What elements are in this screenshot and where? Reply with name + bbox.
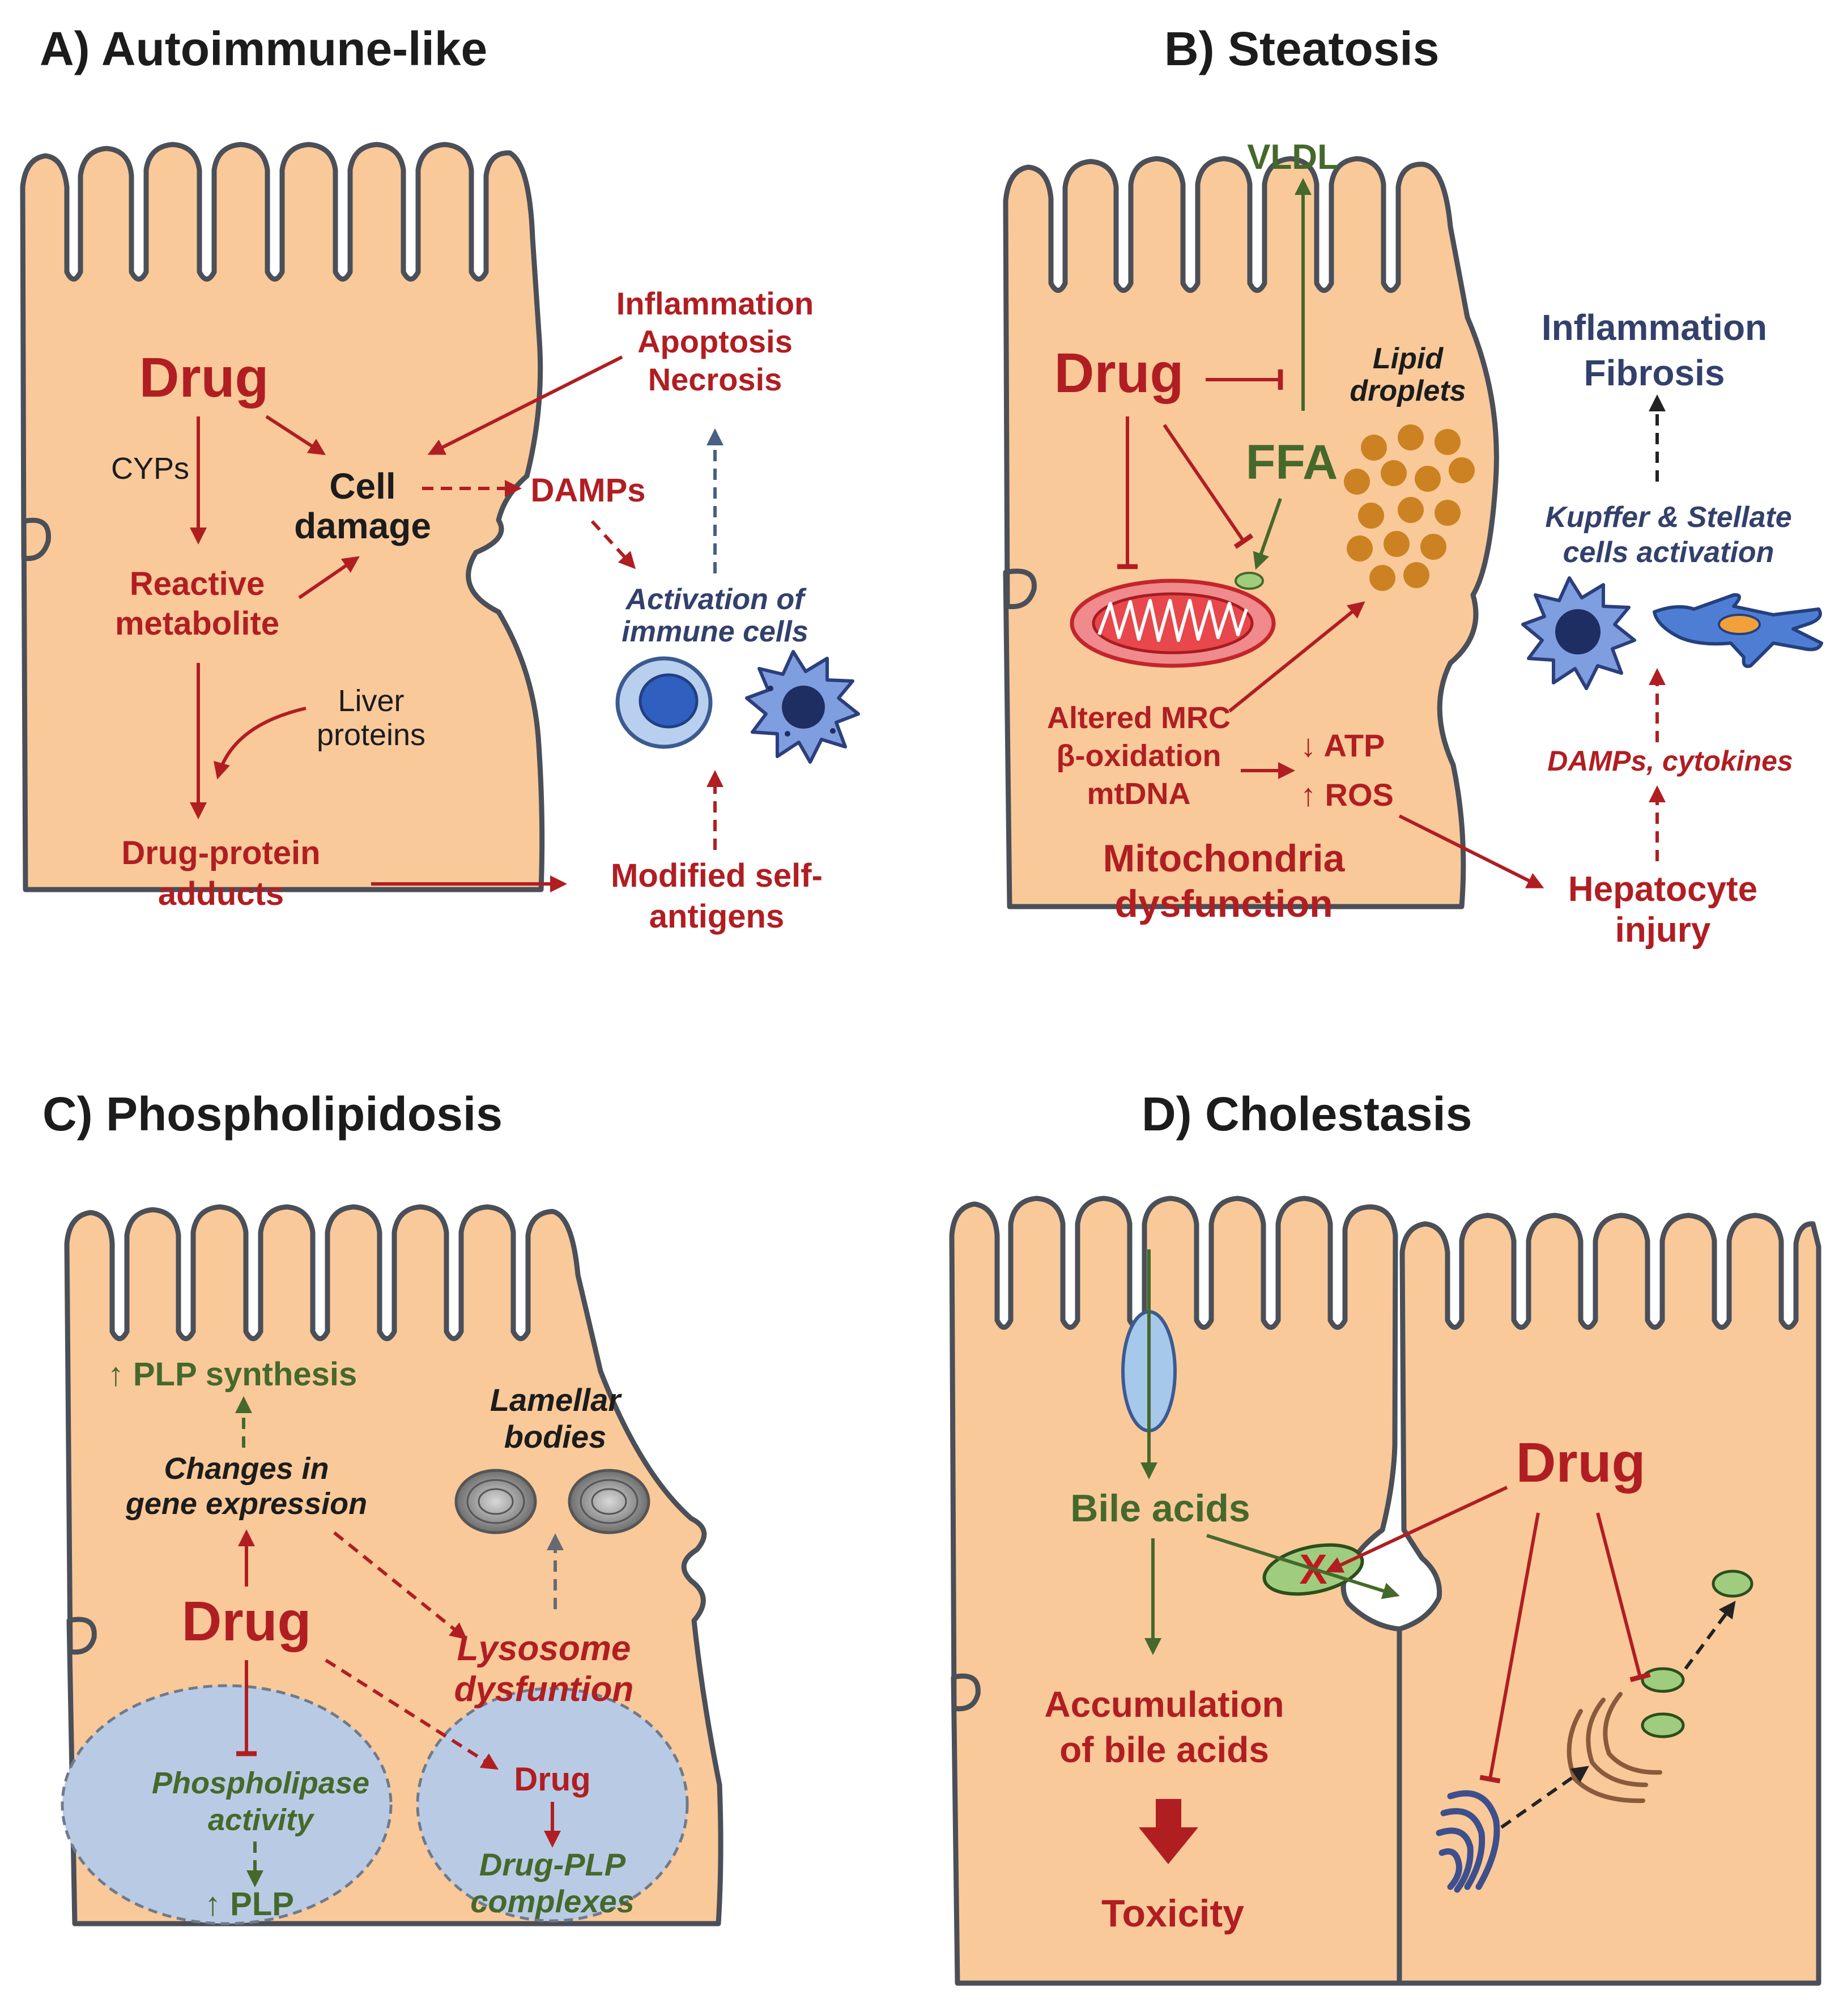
inhibit-drug-er [1479, 1512, 1540, 1784]
hepatocyte-cell-a [20, 142, 545, 892]
toxicity-label: Toxicity [1101, 1892, 1244, 1935]
mito-cause-beta-oxidation: β-oxidation [1057, 739, 1221, 773]
panel-b-steatosis: B) Steatosis VLDL Drug Lipid droplets FF… [1003, 22, 1823, 950]
drug-inner-label: Drug [514, 1761, 590, 1798]
complexes-line2: complexes [470, 1883, 635, 1919]
panel-a-title: A) Autoimmune-like [40, 22, 487, 75]
phospholipase-line2: activity [208, 1803, 315, 1837]
cell-damage-line1: Cell [329, 466, 395, 507]
panel-c-phospholipidosis: C) Phospholipidosis ↑ PLP synthesis Chan… [42, 1087, 723, 1926]
mito-cause-mtdna: mtDNA [1087, 777, 1191, 811]
vesicle-icon-3 [1712, 1570, 1753, 1598]
drug-label-c: Drug [182, 1590, 312, 1652]
outcome-inflammation-a: Inflammation [616, 286, 814, 321]
arrow-mrc-to-lipids [1228, 601, 1365, 713]
lamellar-line2: bodies [504, 1419, 606, 1454]
complexes-line1: Drug-PLP [479, 1847, 626, 1882]
lysosome-line1: Lysosome [457, 1629, 631, 1668]
outcome-apoptosis: Apoptosis [637, 324, 793, 359]
self-antigens-line2: antigens [649, 898, 785, 935]
liver-proteins-line2: proteins [317, 718, 425, 752]
arrow-drug-block-transporter [1325, 1486, 1508, 1573]
hepatocyte-injury-line2: injury [1615, 911, 1711, 950]
panel-d-title: D) Cholestasis [1142, 1087, 1472, 1141]
adducts-line2: adducts [158, 875, 284, 912]
bile-acids-label: Bile acids [1070, 1487, 1250, 1530]
reactive-metabolite-line1: Reactive [130, 565, 265, 602]
mitochondrion-icon [1070, 579, 1276, 668]
hepatocyte-cell-b [1003, 156, 1499, 909]
stellate-cell-icon [1653, 593, 1823, 668]
accumulation-line2: of bile acids [1059, 1729, 1269, 1770]
arrow-drug-to-damage [265, 415, 326, 456]
hepatocyte-injury-line1: Hepatocyte [1568, 870, 1757, 909]
reactive-metabolite-line2: metabolite [115, 605, 279, 642]
immune-activation-line2: immune cells [622, 615, 808, 648]
vldl-label: VLDL [1247, 138, 1339, 177]
ffa-vesicle-icon [1235, 572, 1264, 590]
arrow-gene-to-lysosome [333, 1531, 467, 1640]
outcome-fibrosis: Fibrosis [1584, 352, 1725, 393]
arrow-ffa-to-mitochondrion [1253, 498, 1282, 570]
arrow-outcomes-to-damage [427, 355, 623, 455]
inhibit-drug-ffa-oxidation [1163, 424, 1254, 549]
cyps-label: CYPs [111, 452, 189, 486]
panel-b-title: B) Steatosis [1164, 22, 1439, 75]
outcome-inflammation-b: Inflammation [1542, 307, 1767, 348]
inhibit-drug-golgi [1596, 1512, 1651, 1682]
adducts-line1: Drug-protein [121, 835, 320, 871]
mito-dysfunction-line2: dysfunction [1114, 882, 1333, 925]
arrow-metabolite-to-damage [298, 556, 360, 599]
arrow-drug-into-lysosome [325, 1658, 499, 1770]
immune-activation-line1: Activation of [625, 583, 807, 616]
damps-label-a: DAMPs [530, 472, 645, 509]
cell-damage-line2: damage [294, 505, 431, 546]
thick-down-arrow-icon [1139, 1799, 1198, 1864]
mito-dysfunction-line1: Mitochondria [1103, 837, 1346, 880]
drug-label-d: Drug [1516, 1431, 1646, 1494]
drug-label-b: Drug [1054, 342, 1184, 404]
liver-proteins-line1: Liver [338, 684, 404, 718]
plp-synthesis-label: ↑ PLP synthesis [108, 1356, 357, 1393]
ffa-label: FFA [1246, 435, 1338, 490]
gene-expression-line2: gene expression [125, 1487, 367, 1521]
endoplasmic-reticulum-icon [1436, 1790, 1500, 1893]
kupffer-line1: Kupffer & Stellate [1545, 501, 1791, 534]
plp-up-label: ↑ PLP [205, 1886, 294, 1923]
hepatocyte-cell-d-left [949, 1196, 1402, 1986]
dendritic-cell-icon [745, 650, 860, 764]
lysosome-line2: dysfuntion [454, 1670, 634, 1709]
lamellar-bodies-icon [454, 1469, 650, 1534]
arrow-ros-to-injury [1398, 814, 1544, 888]
arrow-golgi-to-membrane [1684, 1601, 1736, 1670]
phospholipase-line1: Phospholipase [152, 1766, 369, 1800]
kupffer-line2: cells activation [1563, 536, 1774, 569]
arrow-proteins-to-adducts [213, 707, 307, 780]
kupffer-cell-icon [1521, 576, 1636, 690]
panel-d-cholestasis: D) Cholestasis X Bile acids Drug Accumul… [949, 1087, 1821, 1986]
lymphocyte-icon [615, 656, 713, 749]
ros-label: ↑ ROS [1300, 777, 1394, 813]
vesicle-icon-2 [1641, 1712, 1685, 1738]
outcome-necrosis: Necrosis [648, 361, 782, 397]
lysosome-vacuole-left [61, 1684, 393, 1925]
accumulation-line1: Accumulation [1044, 1684, 1284, 1725]
hepatocyte-cell-d-right [1397, 1213, 1821, 1986]
mito-cause-mrc: Altered MRC [1047, 701, 1231, 735]
damps-cytokines-label: DAMPs, cytokines [1547, 745, 1793, 777]
vesicle-icon-1 [1641, 1667, 1685, 1693]
lipid-droplets-icon [1344, 424, 1475, 591]
panel-a-autoimmune: A) Autoimmune-like Drug CYPs Cell damage… [20, 22, 860, 935]
lamellar-line1: Lamellar [490, 1382, 623, 1418]
arrow-damps-to-immune [590, 520, 636, 569]
gene-expression-line1: Changes in [164, 1452, 329, 1486]
self-antigens-line1: Modified self- [611, 857, 823, 894]
drug-label-a: Drug [139, 346, 269, 409]
arrow-bile-acids-export [1206, 1534, 1400, 1600]
lipid-droplets-line2: droplets [1350, 375, 1466, 407]
panel-c-title: C) Phospholipidosis [42, 1087, 503, 1141]
atp-label: ↓ ATP [1300, 728, 1385, 763]
lipid-droplets-line1: Lipid [1373, 342, 1444, 375]
